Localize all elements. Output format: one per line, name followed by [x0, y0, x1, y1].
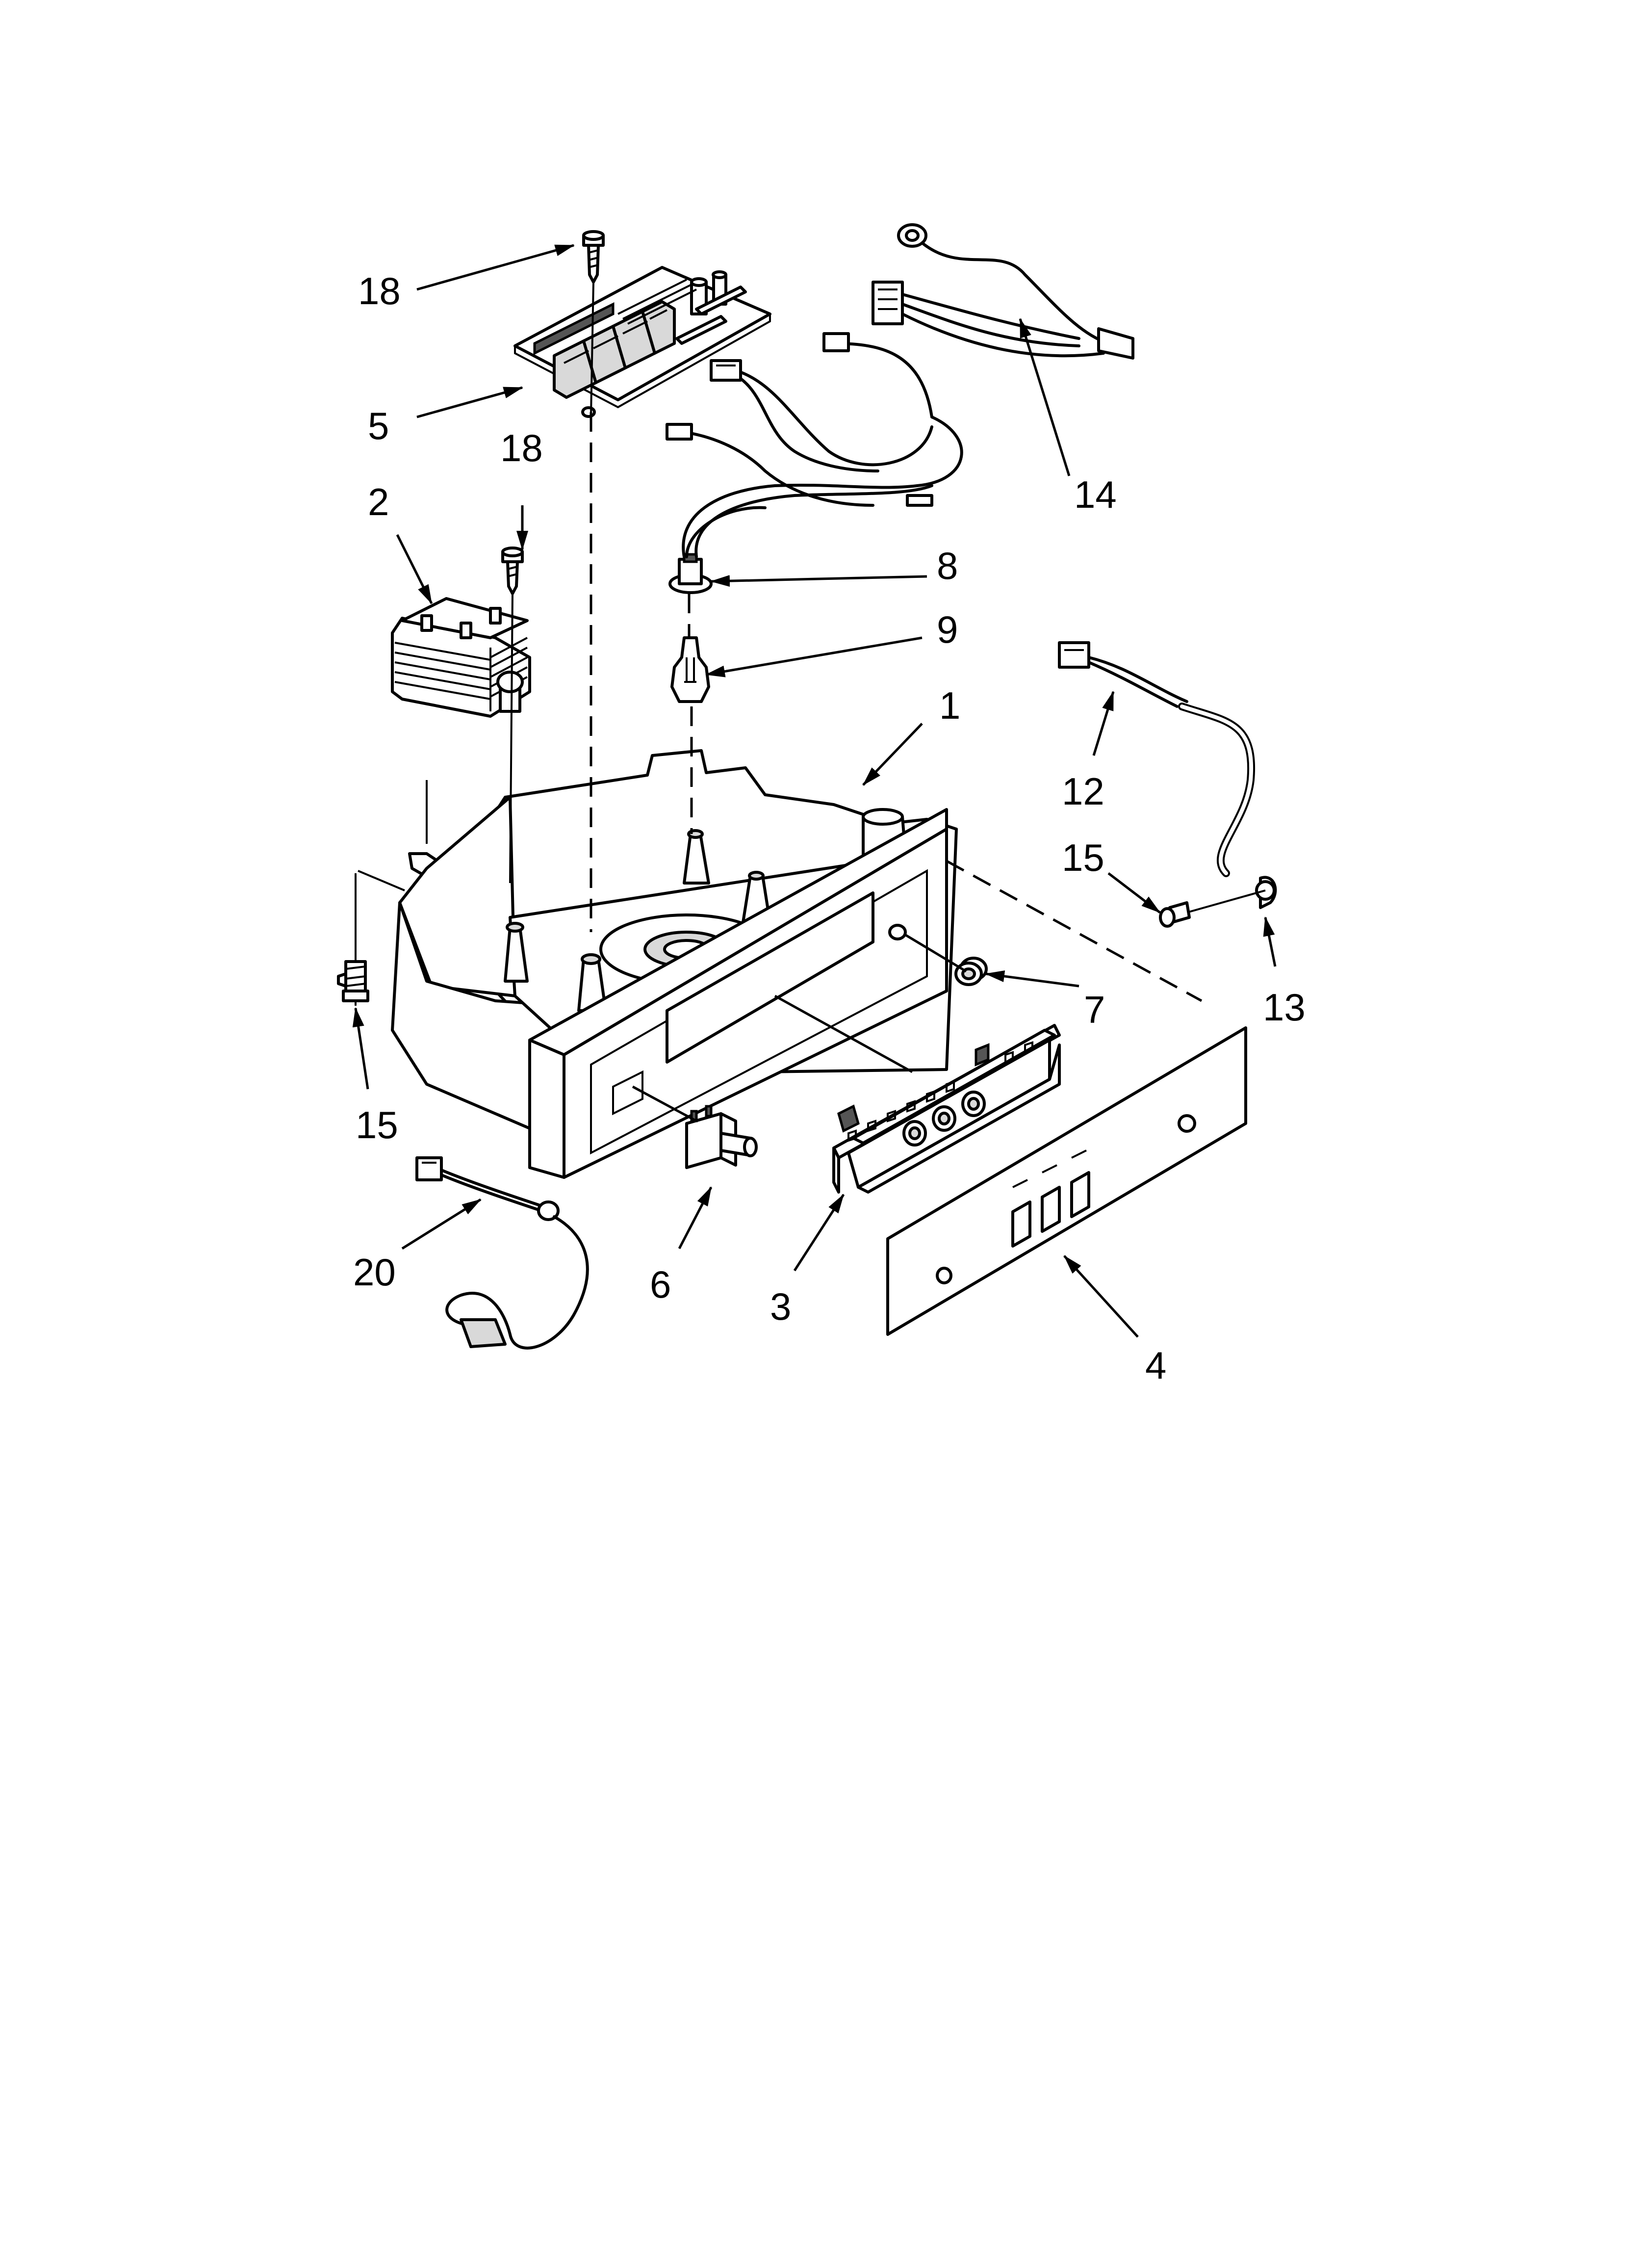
callout-1: 1: [939, 684, 960, 727]
wire-12: [1058, 641, 1256, 877]
relays: [553, 300, 676, 399]
callout-5: 5: [368, 404, 389, 447]
callout-18-top: 18: [358, 269, 401, 313]
lamp-bulb: [670, 636, 710, 703]
lamp-socket: [668, 553, 713, 594]
lamp-wire-harness: [666, 332, 963, 558]
screw-18-top: [582, 230, 605, 284]
screw-18-transformer: [501, 547, 524, 595]
callout-14: 14: [1074, 473, 1117, 516]
wire-harness-14: [872, 223, 1134, 360]
callout-8: 8: [937, 544, 958, 587]
callout-13: 13: [1263, 986, 1306, 1029]
callout-15-left: 15: [356, 1103, 398, 1147]
callout-arrows: [352, 244, 1277, 1338]
callout-7: 7: [1084, 988, 1105, 1031]
callout-3: 3: [770, 1285, 791, 1328]
callout-6: 6: [650, 1263, 671, 1306]
assembly-lines: [509, 282, 1203, 1122]
control-board: [513, 266, 771, 418]
sensor-20: [415, 1156, 589, 1350]
grommet-7: [954, 957, 988, 986]
control-panel-3: [832, 1024, 1061, 1194]
panel-indicators: [847, 1041, 1033, 1142]
callout-15-right: 15: [1062, 836, 1104, 879]
callout-9: 9: [937, 608, 958, 651]
callout-4: 4: [1145, 1344, 1166, 1387]
callout-2: 2: [368, 480, 389, 523]
front-panel-4: [886, 1026, 1247, 1336]
screw-15-left: [337, 960, 369, 1002]
callout-18-transformer: 18: [500, 426, 543, 469]
panel-buttons: [902, 1091, 986, 1147]
clip-13: [1186, 876, 1277, 913]
callout-labels: 18 5 18 2 8 9 1 14 12 15 13 7 15 20 6 3 …: [353, 269, 1306, 1387]
transformer: [391, 597, 531, 718]
callout-12: 12: [1062, 770, 1104, 813]
switch-6: [685, 1105, 758, 1169]
panel-keys: [1011, 1149, 1090, 1248]
screw-15-right: [1159, 901, 1191, 928]
callout-20: 20: [353, 1251, 396, 1294]
control-housing: [355, 749, 958, 1179]
